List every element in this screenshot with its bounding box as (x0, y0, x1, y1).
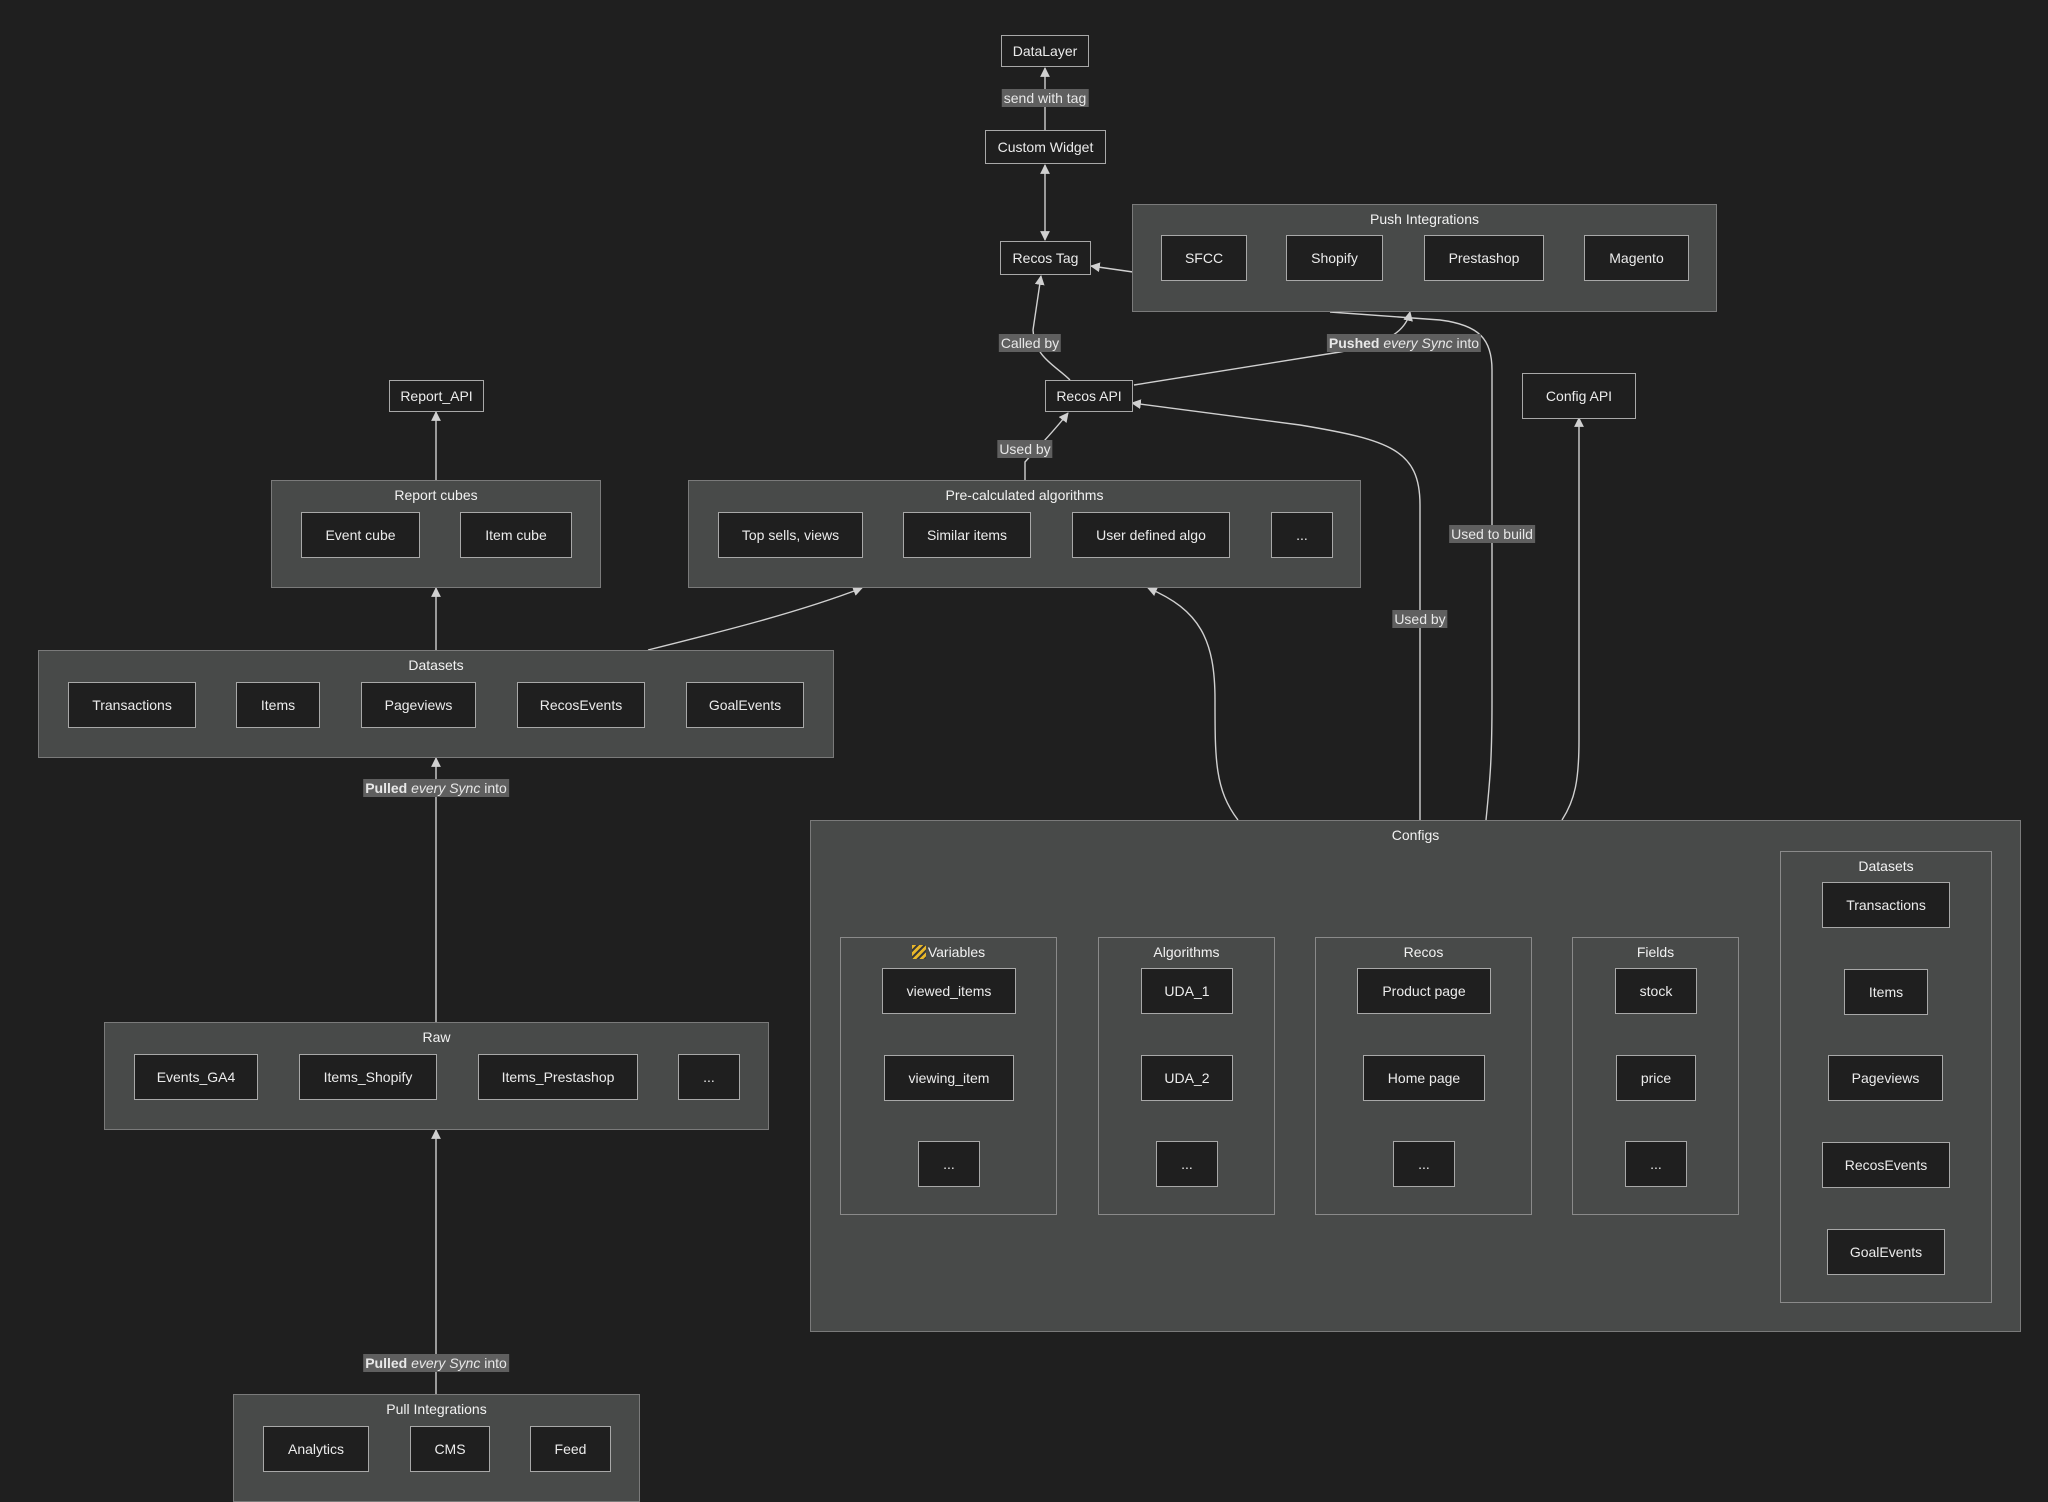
precalc-algorithms-title: Pre-calculated algorithms (945, 487, 1104, 503)
report-cubes-group: Report cubes Event cube Item cube (271, 480, 601, 588)
events-ga4-node[interactable]: Events_GA4 (134, 1054, 258, 1100)
user-defined-algo-node[interactable]: User defined algo (1072, 512, 1230, 558)
label-pulled-bold-1: Pulled (365, 780, 408, 796)
recos-title: Recos (1403, 944, 1444, 960)
items-node[interactable]: Items (236, 682, 320, 728)
analytics-node[interactable]: Analytics (263, 1426, 369, 1472)
datasets-group: Datasets Transactions Items Pageviews Re… (38, 650, 834, 758)
edge-configs-precalc (1147, 586, 1239, 821)
stock-node[interactable]: stock (1615, 968, 1697, 1014)
precalc-more-node[interactable]: ... (1271, 512, 1333, 558)
push-integrations-group: Push Integrations SFCC Shopify Prestasho… (1132, 204, 1717, 312)
edge-datasets-precalc (647, 586, 863, 651)
magento-node[interactable]: Magento (1584, 235, 1689, 281)
datasets-title: Datasets (408, 657, 464, 673)
pull-integrations-title: Pull Integrations (386, 1401, 487, 1417)
price-node[interactable]: price (1616, 1055, 1696, 1101)
event-cube-node[interactable]: Event cube (301, 512, 420, 558)
label-pulled-rest-1: into (484, 780, 507, 796)
raw-group: Raw Events_GA4 Items_Shopify Items_Prest… (104, 1022, 769, 1130)
config-api-node[interactable]: Config API (1522, 373, 1636, 419)
configs-transactions-node[interactable]: Transactions (1822, 882, 1950, 928)
recos-more-node[interactable]: ... (1393, 1141, 1455, 1187)
viewing-item-node[interactable]: viewing_item (884, 1055, 1014, 1101)
recos-tag-node[interactable]: Recos Tag (1000, 241, 1091, 275)
configs-datasets-group: Datasets Transactions Items Pageviews Re… (1780, 851, 1992, 1303)
configs-title: Configs (1391, 827, 1440, 843)
label-used-by-configs: Used by (1392, 610, 1448, 628)
label-send-with-tag: send with tag (1001, 89, 1089, 107)
precalc-algorithms-group: Pre-calculated algorithms Top sells, vie… (688, 480, 1361, 588)
configs-datasets-title: Datasets (1858, 858, 1914, 874)
pageviews-node[interactable]: Pageviews (361, 682, 476, 728)
edge-configs-configapi (1561, 417, 1584, 821)
recosevents-node[interactable]: RecosEvents (517, 682, 645, 728)
feed-node[interactable]: Feed (530, 1426, 611, 1472)
top-sells-views-node[interactable]: Top sells, views (718, 512, 863, 558)
push-integrations-title: Push Integrations (1370, 211, 1479, 227)
product-page-node[interactable]: Product page (1357, 968, 1491, 1014)
edge-api-tag (1032, 275, 1071, 381)
prestashop-node[interactable]: Prestashop (1424, 235, 1544, 281)
configs-recosevents-node[interactable]: RecosEvents (1822, 1142, 1950, 1188)
similar-items-node[interactable]: Similar items (903, 512, 1031, 558)
label-pulled-into-datasets: Pulled every Sync into (363, 779, 509, 797)
configs-group: Configs Variables viewed_items viewing_i… (810, 820, 2021, 1332)
algorithms-title: Algorithms (1153, 944, 1220, 960)
hazard-stripes-icon (911, 945, 926, 959)
label-pulled-bold-2: Pulled (365, 1355, 408, 1371)
sfcc-node[interactable]: SFCC (1161, 235, 1247, 281)
label-called-by: Called by (998, 334, 1062, 352)
fields-title: Fields (1636, 944, 1675, 960)
fields-more-node[interactable]: ... (1625, 1141, 1687, 1187)
raw-title: Raw (422, 1029, 451, 1045)
label-pushed-italic: every Sync (1383, 335, 1453, 351)
viewed-items-node[interactable]: viewed_items (882, 968, 1016, 1014)
variables-group: Variables viewed_items viewing_item ... (840, 937, 1057, 1215)
uda-2-node[interactable]: UDA_2 (1141, 1055, 1233, 1101)
label-pushed-into: Pushed every Sync into (1326, 334, 1482, 352)
goalevents-node[interactable]: GoalEvents (686, 682, 804, 728)
item-cube-node[interactable]: Item cube (460, 512, 572, 558)
variables-more-node[interactable]: ... (918, 1141, 980, 1187)
edge-push-tag (1090, 262, 1134, 273)
datalayer-node[interactable]: DataLayer (1001, 35, 1089, 67)
algorithms-group: Algorithms UDA_1 UDA_2 ... (1098, 937, 1275, 1215)
custom-widget-node[interactable]: Custom Widget (985, 130, 1106, 164)
report-api-node[interactable]: Report_API (389, 380, 484, 412)
algorithms-more-node[interactable]: ... (1156, 1141, 1218, 1187)
shopify-node[interactable]: Shopify (1286, 235, 1383, 281)
recos-group: Recos Product page Home page ... (1315, 937, 1532, 1215)
home-page-node[interactable]: Home page (1363, 1055, 1485, 1101)
recos-api-node[interactable]: Recos API (1045, 380, 1133, 412)
items-shopify-node[interactable]: Items_Shopify (299, 1054, 437, 1100)
cms-node[interactable]: CMS (410, 1426, 490, 1472)
label-pushed-rest: into (1456, 335, 1480, 351)
label-pulled-rest-2: into (484, 1355, 507, 1371)
raw-more-node[interactable]: ... (678, 1054, 740, 1100)
variables-title-text: Variables (927, 944, 986, 960)
fields-group: Fields stock price ... (1572, 937, 1739, 1215)
label-pushed-bold: Pushed (1328, 335, 1380, 351)
configs-items-node[interactable]: Items (1844, 969, 1928, 1015)
pull-integrations-group: Pull Integrations Analytics CMS Feed (233, 1394, 640, 1502)
uda-1-node[interactable]: UDA_1 (1141, 968, 1233, 1014)
label-pulled-italic-2: every Sync (411, 1355, 481, 1371)
label-pulled-italic-1: every Sync (411, 780, 481, 796)
label-used-to-build: Used to build (1449, 525, 1535, 543)
items-prestashop-node[interactable]: Items_Prestashop (478, 1054, 638, 1100)
configs-goalevents-node[interactable]: GoalEvents (1827, 1229, 1945, 1275)
variables-title: Variables (841, 944, 1056, 960)
label-pulled-into-raw: Pulled every Sync into (363, 1354, 509, 1372)
label-used-by-precalc: Used by (997, 440, 1053, 458)
transactions-node[interactable]: Transactions (68, 682, 196, 728)
configs-pageviews-node[interactable]: Pageviews (1828, 1055, 1943, 1101)
report-cubes-title: Report cubes (394, 487, 478, 503)
edge-configs-api (1131, 399, 1421, 820)
